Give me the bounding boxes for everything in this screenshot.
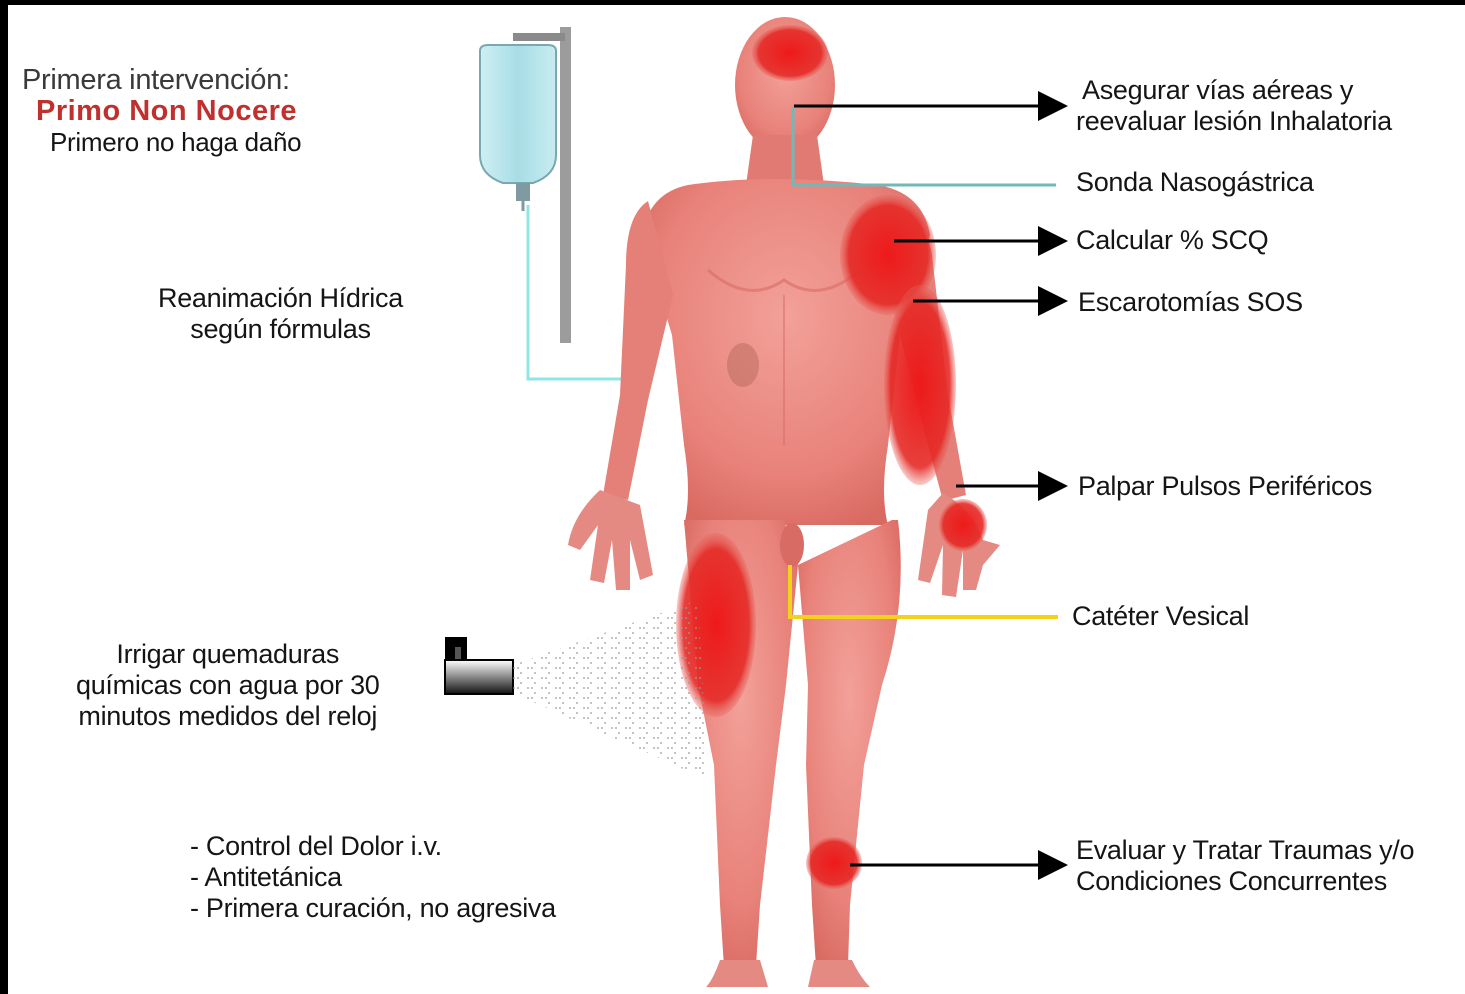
list-item: - Control del Dolor i.v. (190, 831, 556, 862)
label-chemical-irrigation: Irrigar quemaduras químicas con agua por… (76, 639, 380, 732)
diagram-panel: Primera intervención: Primo Non Nocere P… (8, 5, 1465, 994)
label-ng-tube: Sonda Nasogástrica (1076, 167, 1314, 198)
human-body-figure (568, 17, 1000, 987)
list-item: - Primera curación, no agresiva (190, 893, 556, 924)
intro-motto: Primo Non Nocere (36, 96, 301, 127)
intro-heading: Primera intervención: (22, 65, 301, 96)
ng-tube-line (793, 107, 1056, 185)
water-spray (513, 600, 708, 780)
intro-translation: Primero no haga daño (50, 127, 301, 158)
iv-bag-icon (480, 27, 571, 343)
intro-block: Primera intervención: Primo Non Nocere P… (22, 65, 301, 158)
label-fluid-resuscitation: Reanimación Hídrica según fórmulas (158, 283, 403, 345)
label-tbsa: Calcular % SCQ (1076, 225, 1268, 256)
label-catheter: Catéter Vesical (1072, 601, 1249, 632)
label-pulses: Palpar Pulsos Periféricos (1078, 471, 1372, 502)
label-care-list: - Control del Dolor i.v. - Antitetánica … (190, 831, 556, 924)
spray-nozzle-icon (445, 637, 513, 694)
label-trauma: Evaluar y Tratar Traumas y/o Condiciones… (1076, 835, 1414, 897)
label-airway: Asegurar vías aéreas y reevaluar lesión … (1076, 75, 1392, 137)
label-escharotomy: Escarotomías SOS (1078, 287, 1303, 318)
list-item: - Antitetánica (190, 862, 556, 893)
